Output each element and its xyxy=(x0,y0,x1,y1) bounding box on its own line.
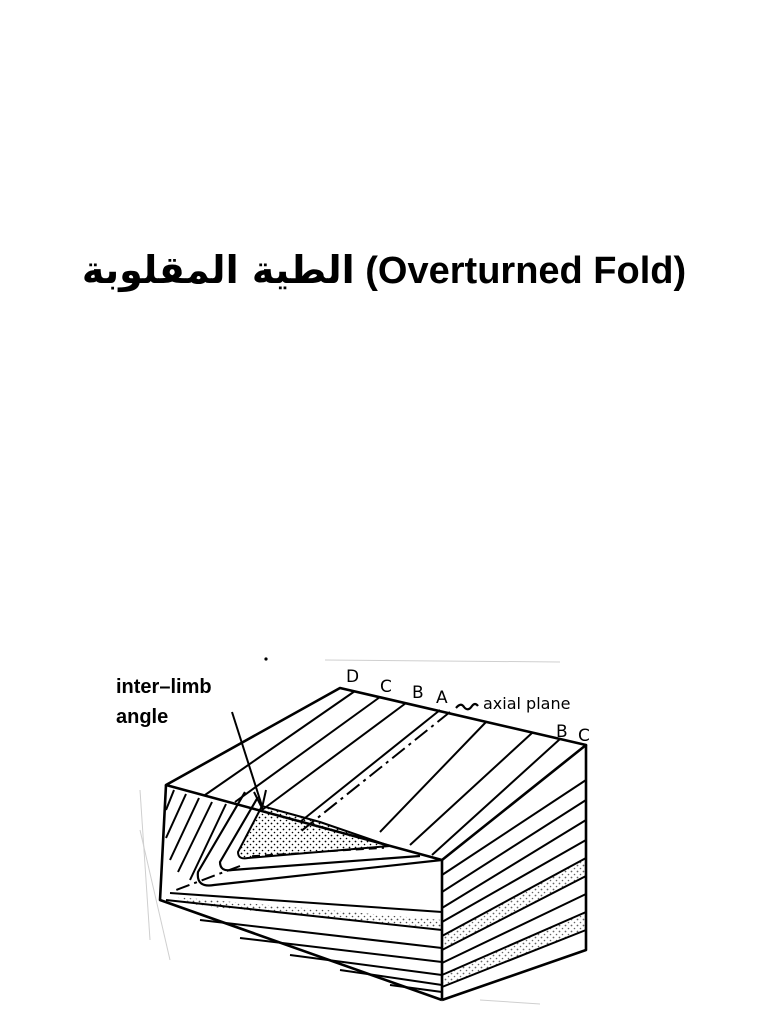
label-B-top: B xyxy=(412,683,424,703)
overturned-fold-block-diagram: inter–limb angle D C B A axial plane B C xyxy=(116,657,590,1005)
inter-limb-label-line2: angle xyxy=(116,706,168,728)
label-A: A xyxy=(436,688,448,708)
front-left-stippled-band xyxy=(176,897,442,928)
top-face-strata xyxy=(204,690,561,856)
faint-background-lines xyxy=(139,659,561,1005)
front-right-stippled-band-lower xyxy=(442,912,586,987)
inter-limb-arrow xyxy=(231,711,267,811)
label-C-top: C xyxy=(380,677,392,697)
fold-core-stippled xyxy=(236,804,391,860)
stray-mark xyxy=(264,657,268,661)
front-right-stippled-band xyxy=(442,858,586,950)
fold-core-dashed-line xyxy=(251,847,385,857)
axial-plane-trace-top xyxy=(299,711,451,833)
front-left-strata xyxy=(165,892,443,993)
title-arabic: الطية المقلوبة xyxy=(81,248,355,292)
left-face-hatching xyxy=(165,789,227,881)
axial-plane-trace-front xyxy=(175,865,241,891)
label-C-right: C xyxy=(578,726,590,746)
title-english: (Overturned Fold) xyxy=(365,250,687,292)
axial-plane-label: axial plane xyxy=(483,694,570,713)
inter-limb-label-line1: inter–limb xyxy=(116,676,212,698)
label-B-right: B xyxy=(556,722,568,742)
axial-plane-leader xyxy=(455,702,479,711)
slide-title: الطية المقلوبة (Overturned Fold) xyxy=(0,248,768,293)
label-D: D xyxy=(346,667,359,687)
